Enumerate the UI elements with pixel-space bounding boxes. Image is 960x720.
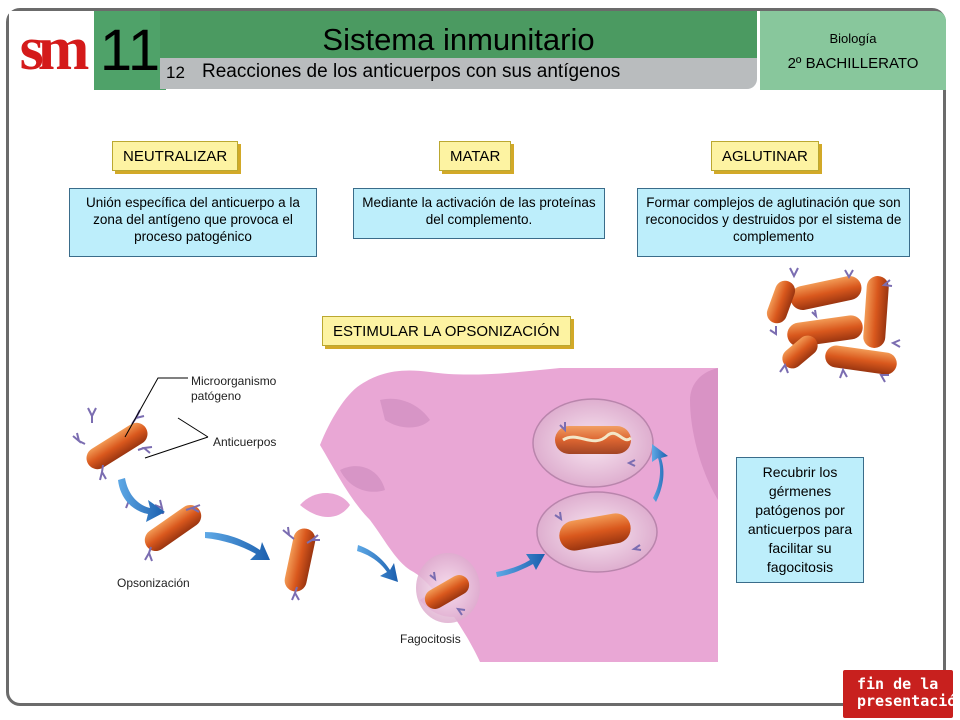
phagocyte-cell bbox=[320, 368, 718, 662]
desc-neutralizar: Unión específica del anticuerpo a la zon… bbox=[69, 188, 317, 257]
agglutination-complex bbox=[766, 267, 901, 383]
label-aglutinar: AGLUTINAR bbox=[711, 141, 819, 171]
process-arrows bbox=[118, 444, 668, 582]
caption-microorganism: Microorganismo patógeno bbox=[191, 374, 277, 403]
caption-phagocytosis: Fagocitosis bbox=[400, 632, 461, 646]
desc-aglutinar: Formar complejos de aglutinación que son… bbox=[637, 188, 910, 257]
title-bar: Sistema inmunitario bbox=[160, 11, 757, 58]
course-info-box: Biología 2º BACHILLERATO bbox=[760, 11, 946, 90]
caption-opsonization: Opsonización bbox=[117, 576, 190, 590]
sm-logo: sm bbox=[9, 11, 94, 88]
bacterium-digested bbox=[555, 426, 632, 454]
bacterium-free bbox=[86, 422, 148, 470]
label-neutralizar: NEUTRALIZAR bbox=[112, 141, 239, 171]
caption-antibodies: Anticuerpos bbox=[213, 435, 277, 449]
bacterium-opsonized bbox=[144, 504, 202, 552]
desc-opsonizacion: Recubrir los gérmenes patógenos por anti… bbox=[736, 457, 864, 583]
section-bar: 12 Reacciones de los anticuerpos con sus… bbox=[160, 58, 757, 89]
section-title: Reacciones de los anticuerpos con sus an… bbox=[202, 61, 621, 82]
arrow-4 bbox=[496, 554, 545, 577]
subject-label: Biología bbox=[829, 31, 877, 46]
arrow-1 bbox=[118, 478, 165, 522]
bacterium-contact bbox=[284, 528, 316, 592]
grade-label: 2º BACHILLERATO bbox=[787, 55, 919, 72]
desc-matar: Mediante la activación de las proteínas … bbox=[353, 188, 605, 239]
end-presentation-button[interactable]: fin de la presentación bbox=[843, 670, 960, 718]
unit-number-box: 11 bbox=[94, 11, 166, 90]
logo-text: sm bbox=[19, 15, 90, 83]
bacterium-engulfed bbox=[424, 575, 470, 609]
arrow-5 bbox=[652, 444, 668, 502]
page-title: Sistema inmunitario bbox=[322, 22, 595, 57]
section-number: 12 bbox=[166, 63, 185, 82]
unit-number: 11 bbox=[99, 18, 161, 83]
bacterium-in-phagosome bbox=[559, 513, 631, 551]
callout-microorganism bbox=[124, 377, 188, 438]
arrow-3 bbox=[357, 545, 398, 582]
label-matar: MATAR bbox=[439, 141, 512, 171]
arrow-2 bbox=[205, 532, 270, 560]
label-opsonizacion: ESTIMULAR LA OPSONIZACIÓN bbox=[322, 316, 571, 346]
callout-antibodies bbox=[144, 417, 209, 459]
